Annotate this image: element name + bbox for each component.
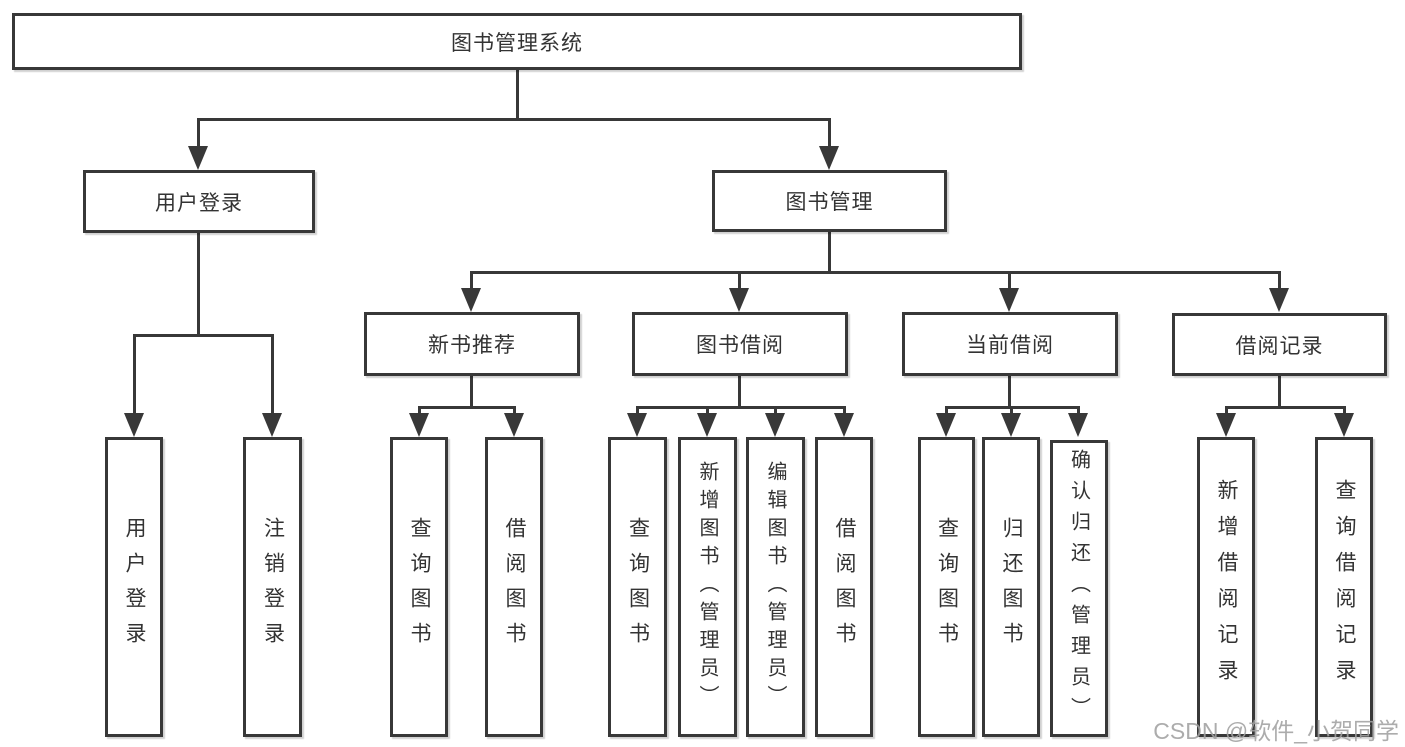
leaf-user-login-label: 用户登录 (123, 517, 146, 657)
connector-rec-query-stem (418, 406, 421, 416)
arrowhead-bor-edit (765, 413, 785, 437)
connector-book-management-drop (828, 232, 831, 274)
node-new-book-recommend: 新书推荐 (364, 312, 580, 376)
connector-book-management-stem (828, 118, 831, 148)
leaf-rec-query-books-label: 查询图书 (408, 517, 431, 657)
arrowhead-current-borrow (999, 288, 1019, 312)
leaf-cur-query-books: 查询图书 (918, 437, 975, 737)
arrowhead-user-login (188, 146, 208, 170)
leaf-query-borrow-record: 查询借阅记录 (1315, 437, 1373, 737)
node-new-book-recommend-label: 新书推荐 (428, 334, 516, 357)
connector-bor-borrow-stem (843, 406, 846, 416)
leaf-user-login: 用户登录 (105, 437, 163, 737)
connector-leaf-user-login-stem (133, 334, 136, 414)
node-book-borrow: 图书借阅 (632, 312, 848, 376)
connector-new-book-hbar (418, 406, 516, 409)
leaf-logout-login: 注销登录 (243, 437, 302, 737)
arrowhead-rec-borrow (504, 413, 524, 437)
connector-user-login-stem (197, 118, 200, 148)
leaf-bor-borrow-books-label: 借阅图书 (833, 517, 856, 657)
leaf-cur-return-books: 归还图书 (982, 437, 1040, 737)
node-borrow-records: 借阅记录 (1172, 313, 1387, 376)
node-book-borrow-label: 图书借阅 (696, 334, 784, 357)
leaf-add-borrow-record-label: 新增借阅记录 (1215, 479, 1238, 695)
connector-borrow-records-drop (1278, 376, 1281, 409)
leaf-query-borrow-record-label: 查询借阅记录 (1333, 479, 1356, 695)
leaf-logout-login-label: 注销登录 (261, 517, 285, 657)
leaf-add-borrow-record: 新增借阅记录 (1197, 437, 1255, 737)
arrowhead-rec-query-record (1334, 413, 1354, 437)
leaf-rec-borrow-books: 借阅图书 (485, 437, 543, 737)
arrowhead-bor-query (627, 413, 647, 437)
node-current-borrow: 当前借阅 (902, 312, 1118, 376)
node-borrow-records-label: 借阅记录 (1235, 334, 1324, 358)
leaf-bor-query-books: 查询图书 (608, 437, 667, 737)
watermark: CSDN @软件_小贺同学 (1153, 718, 1399, 744)
arrowhead-bor-add (697, 413, 717, 437)
arrowhead-leaf-logout (262, 413, 282, 437)
connector-leaf-logout-stem (271, 334, 274, 414)
connector-new-book-drop (470, 375, 473, 409)
leaf-cur-query-books-label: 查询图书 (935, 517, 959, 657)
arrowhead-cur-confirm (1068, 413, 1088, 437)
node-root: 图书管理系统 (12, 13, 1022, 70)
connector-current-borrow-stem (1008, 271, 1011, 291)
connector-rec-add-record-stem (1225, 406, 1228, 416)
leaf-rec-borrow-books-label: 借阅图书 (503, 517, 526, 657)
leaf-rec-query-books: 查询图书 (390, 437, 448, 737)
connector-level2-hbar (197, 118, 831, 121)
leaf-cur-confirm-return-admin-label: 确认归还（管理员） (1067, 449, 1090, 728)
leaf-bor-edit-books-admin-label: 编辑图书（管理员） (764, 461, 786, 713)
leaf-cur-return-books-label: 归还图书 (1000, 517, 1023, 657)
connector-book-borrow-stem (738, 271, 741, 291)
connector-new-book-stem (470, 271, 473, 291)
arrowhead-bor-borrow (834, 413, 854, 437)
node-book-management-label: 图书管理 (785, 191, 874, 214)
arrowhead-leaf-user-login (124, 413, 144, 437)
node-user-login-label: 用户登录 (155, 191, 243, 215)
node-root-label: 图书管理系统 (451, 31, 583, 55)
connector-user-login-drop (197, 233, 200, 337)
connector-bor-edit-stem (774, 406, 777, 416)
leaf-cur-confirm-return-admin: 确认归还（管理员） (1050, 440, 1108, 737)
connector-cur-query-stem (945, 406, 948, 416)
arrowhead-book-borrow (729, 288, 749, 312)
connector-cur-return-stem (1010, 406, 1013, 416)
node-user-login: 用户登录 (83, 170, 315, 233)
leaf-bor-borrow-books: 借阅图书 (815, 437, 873, 737)
connector-current-borrow-drop (1008, 375, 1011, 409)
connector-bor-add-stem (706, 406, 709, 416)
connector-bor-query-stem (636, 406, 639, 416)
arrowhead-borrow-records (1269, 288, 1289, 312)
arrowhead-new-book (461, 288, 481, 312)
connector-book-borrow-hbar (636, 406, 846, 409)
leaf-bor-query-books-label: 查询图书 (626, 517, 650, 657)
connector-borrow-records-stem (1278, 271, 1281, 291)
arrowhead-cur-query (936, 413, 956, 437)
connector-rec-query-record-stem (1343, 406, 1346, 416)
leaf-bor-add-books-admin: 新增图书（管理员） (678, 437, 737, 737)
connector-root-drop (516, 70, 519, 120)
connector-book-borrow-drop (738, 375, 741, 409)
node-book-management: 图书管理 (712, 170, 947, 232)
arrowhead-cur-return (1001, 413, 1021, 437)
connector-level3-hbar (470, 271, 1281, 274)
node-current-borrow-label: 当前借阅 (966, 334, 1054, 357)
connector-cur-confirm-stem (1077, 406, 1080, 416)
leaf-bor-edit-books-admin: 编辑图书（管理员） (746, 437, 805, 737)
connector-rec-borrow-stem (513, 406, 516, 416)
connector-user-login-hbar (133, 334, 274, 337)
connector-borrow-records-hbar (1225, 406, 1346, 409)
arrowhead-rec-query (409, 413, 429, 437)
arrowhead-rec-add-record (1216, 413, 1236, 437)
arrowhead-book-management (819, 146, 839, 170)
leaf-bor-add-books-admin-label: 新增图书（管理员） (696, 461, 718, 713)
